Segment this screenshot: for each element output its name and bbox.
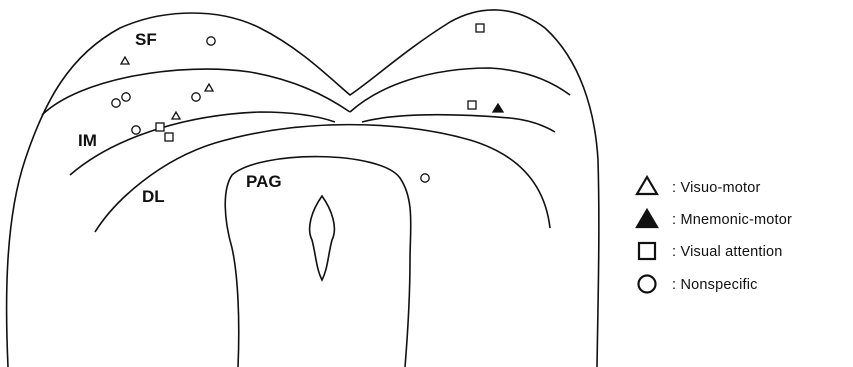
legend-item-visual-attention: : Visual attention <box>639 243 783 260</box>
legend-item-visuo-motor: : Visuo-motor <box>637 177 761 196</box>
nonspecific-marker <box>112 99 120 107</box>
legend-label-nonspecific: : Nonspecific <box>672 277 758 293</box>
nonspecific-marker <box>132 126 140 134</box>
legend-label-mnemonic-motor: : Mnemonic-motor <box>672 212 792 228</box>
visual-attention-marker <box>156 123 164 131</box>
nonspecific-marker <box>421 174 429 182</box>
brain-section-outline <box>7 10 599 367</box>
dl-layer-boundary <box>95 125 550 232</box>
open-square-icon <box>639 243 655 259</box>
sf-label: SF <box>135 30 157 49</box>
nonspecific-marker <box>192 93 200 101</box>
nonspecific-marker <box>207 37 215 45</box>
open-circle-icon <box>639 276 656 293</box>
im-layer-boundary-right <box>362 115 555 132</box>
sf-layer-boundary-left <box>42 69 350 115</box>
mnemonic-motor-marker <box>493 104 503 112</box>
cerebral-aqueduct <box>310 196 335 280</box>
open-triangle-icon <box>637 177 657 194</box>
im-layer-boundary-left <box>70 112 335 175</box>
visual-attention-marker <box>468 101 476 109</box>
visual-attention-marker <box>165 133 173 141</box>
legend: : Visuo-motor : Mnemonic-motor : Visual … <box>637 177 792 293</box>
nonspecific-marker <box>122 93 130 101</box>
legend-label-visuo-motor: : Visuo-motor <box>672 180 761 196</box>
visuo-motor-marker <box>172 112 180 119</box>
legend-item-nonspecific: : Nonspecific <box>639 276 758 294</box>
dl-label: DL <box>142 187 165 206</box>
filled-triangle-icon <box>637 210 657 227</box>
visuo-motor-marker <box>205 84 213 91</box>
visuo-motor-marker <box>121 57 129 64</box>
pag-label: PAG <box>246 172 282 191</box>
im-label: IM <box>78 131 97 150</box>
legend-label-visual-attention: : Visual attention <box>672 244 783 260</box>
sf-layer-boundary-right <box>350 68 570 112</box>
visual-attention-marker <box>476 24 484 32</box>
legend-item-mnemonic-motor: : Mnemonic-motor <box>637 210 792 228</box>
